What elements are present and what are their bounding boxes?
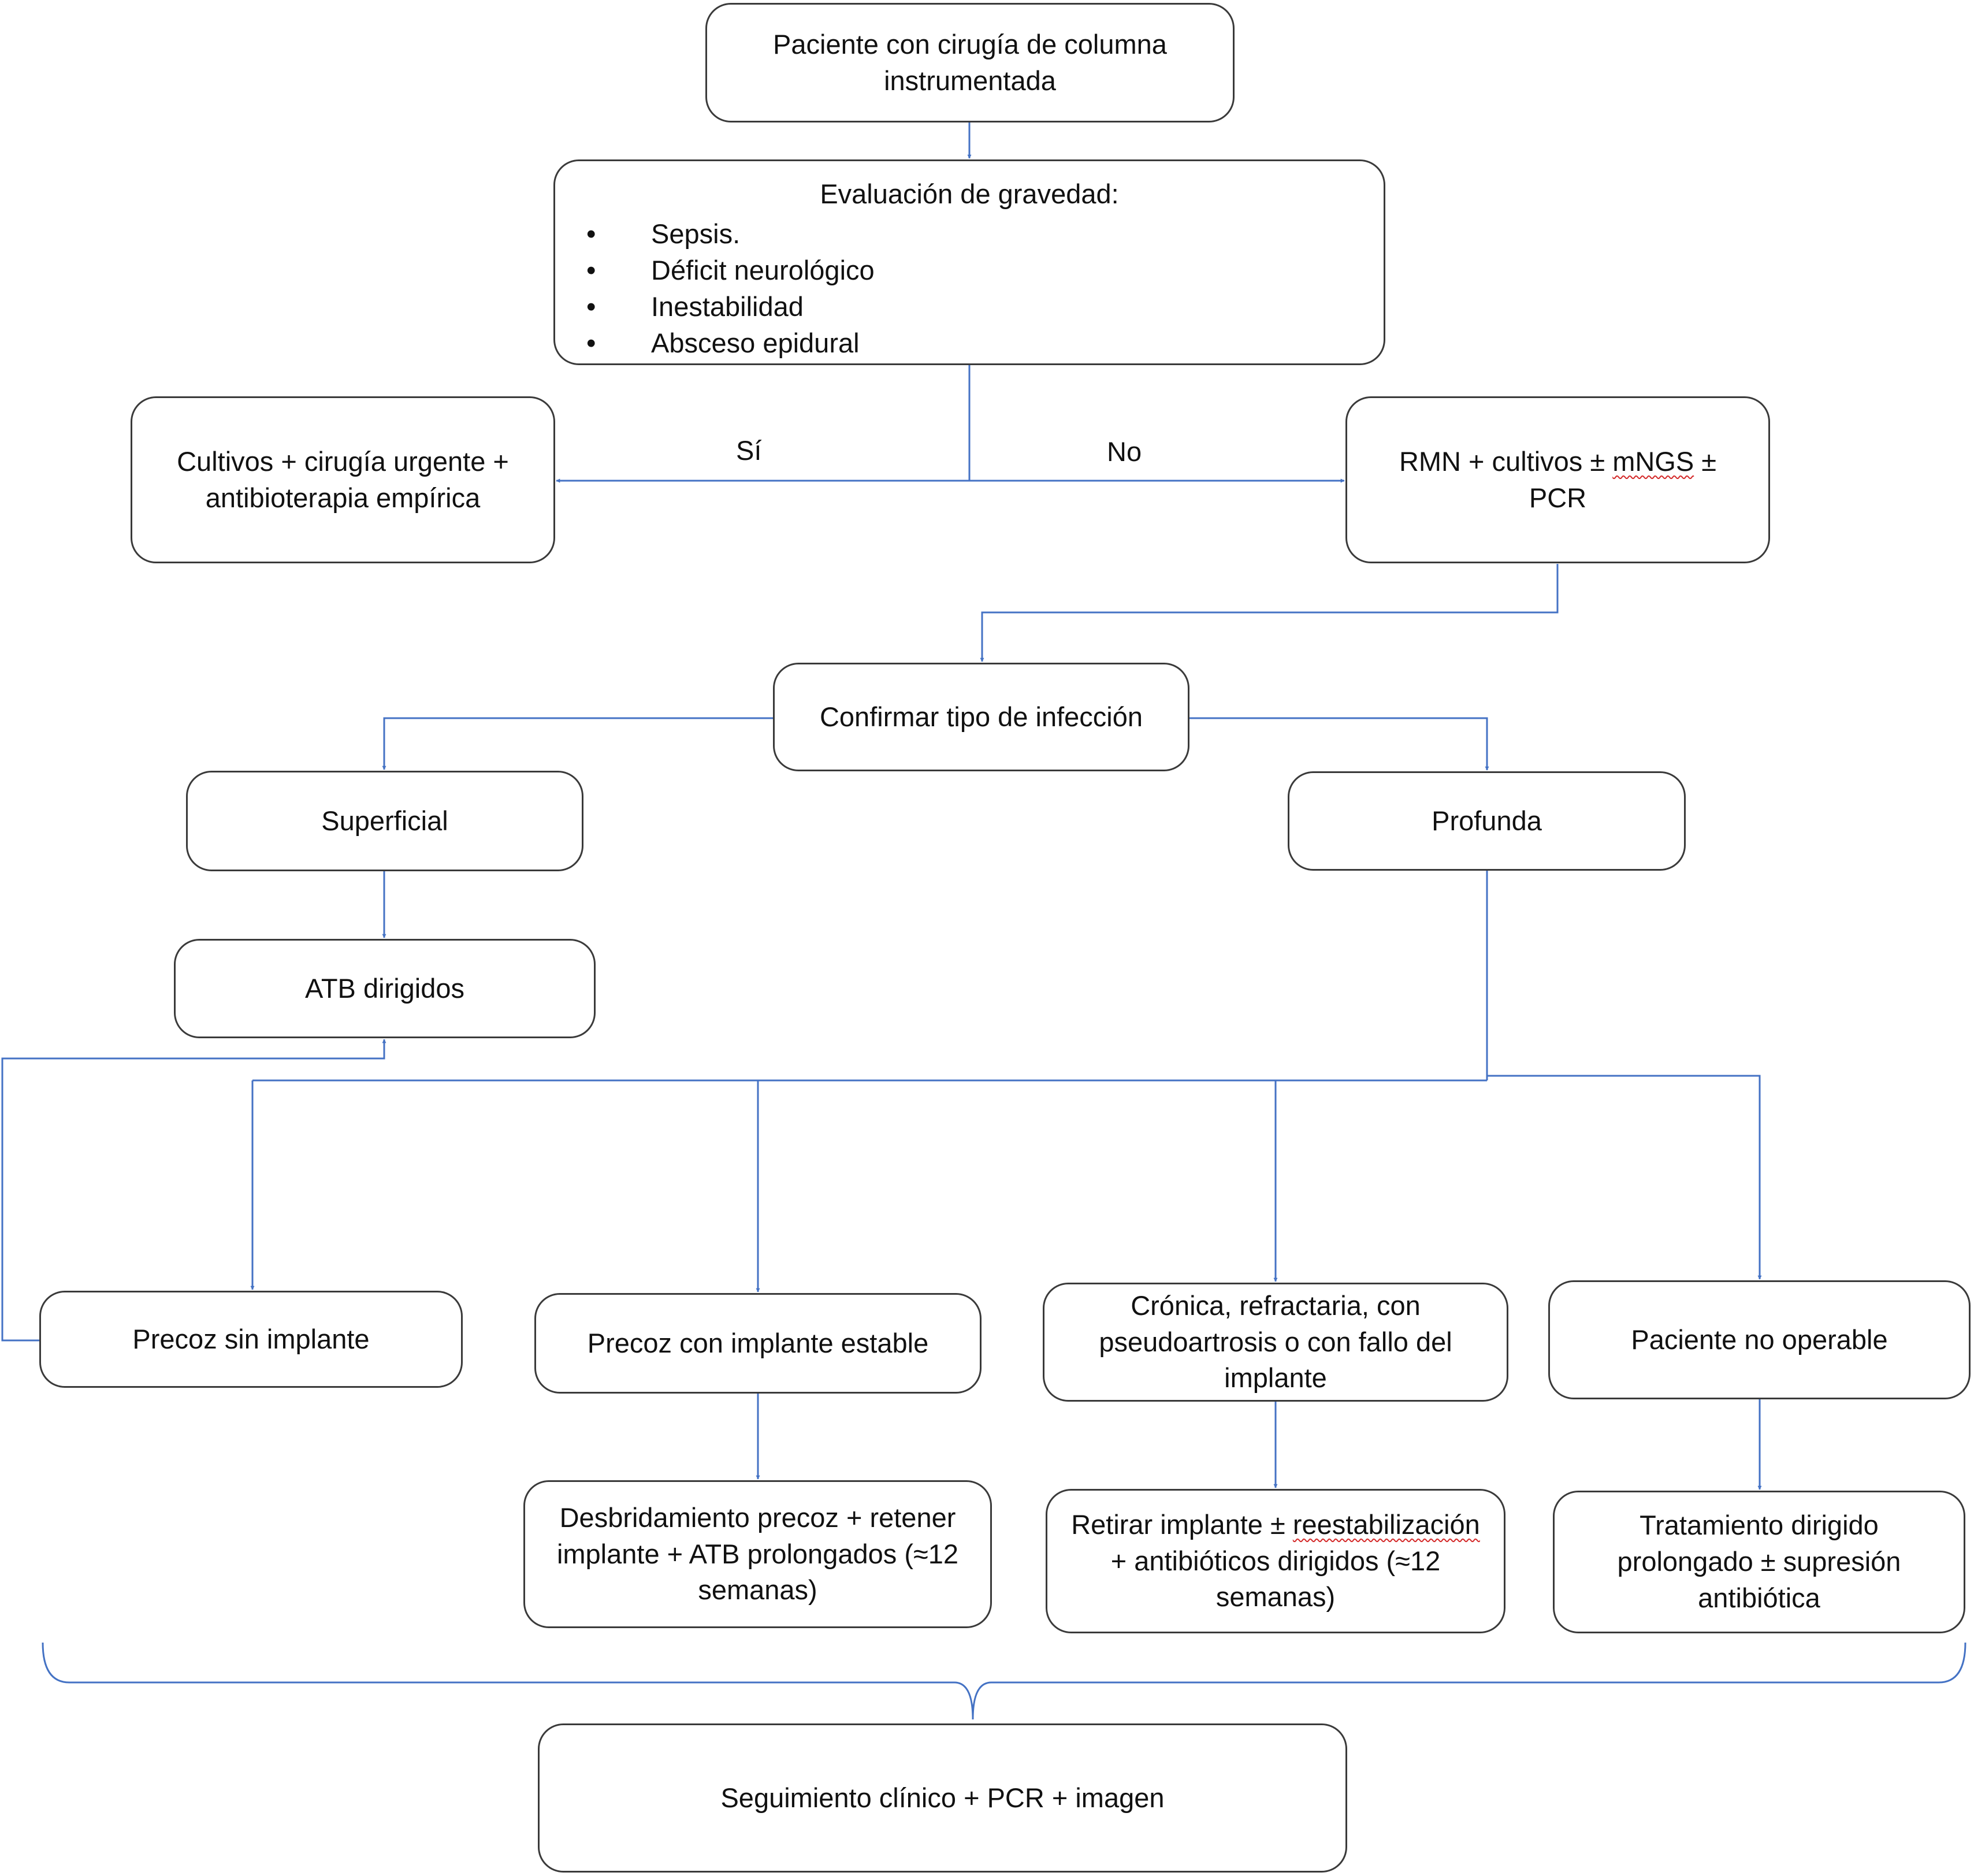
node-prolonged: Tratamiento dirigido prolongado ± supres… (1553, 1491, 1965, 1633)
edge-label-no: No (1107, 436, 1142, 467)
node-confirm-label: Confirmar tipo de infección (819, 701, 1143, 732)
node-severity: Evaluación de gravedad: Sepsis. Déficit … (553, 159, 1385, 365)
edge-early-no-implant-to-atb (1, 1039, 386, 1342)
node-start-line2: instrumentada (884, 65, 1056, 96)
node-atb: ATB dirigidos (174, 939, 596, 1038)
node-workup-part3: ± PCR (1529, 445, 1717, 513)
node-urgent: Cultivos + cirugía urgente + antibiotera… (131, 396, 555, 563)
node-chronic: Crónica, refractaria, con pseudoartrosis… (1043, 1283, 1508, 1402)
node-not-operable-label: Paciente no operable (1631, 1324, 1888, 1355)
node-chronic-line3: implante (1224, 1362, 1327, 1394)
node-remove-implant-part1: Retirar implante ± (1071, 1509, 1293, 1540)
severity-criterion: Sepsis. (578, 216, 1360, 252)
node-debridement-line3: semanas) (698, 1574, 817, 1606)
node-start: Paciente con cirugía de columna instrume… (705, 3, 1235, 122)
node-deep-label: Profunda (1432, 805, 1542, 836)
edge-label-yes: Sí (736, 435, 762, 466)
node-remove-implant-part2: reestabilización (1292, 1509, 1480, 1540)
node-superficial: Superficial (186, 771, 583, 871)
node-remove-implant-line3: semanas) (1215, 1581, 1336, 1613)
node-workup-part2: mNGS (1612, 445, 1694, 477)
node-superficial-label: Superficial (321, 805, 448, 836)
node-confirm: Confirmar tipo de infección (773, 663, 1189, 771)
edge-deep-bus-right (1487, 1075, 1762, 1280)
node-chronic-line1: Crónica, refractaria, con (1131, 1290, 1421, 1321)
node-debridement-line1: Desbridamiento precoz + retener (559, 1502, 956, 1533)
node-deep: Profunda (1288, 771, 1686, 871)
severity-criteria-list: Sepsis. Déficit neurológico Inestabilida… (578, 216, 1360, 362)
node-not-operable: Paciente no operable (1548, 1280, 1971, 1399)
node-prolonged-line1: Tratamiento dirigido (1640, 1510, 1879, 1541)
edge-confirm-to-superficial (382, 717, 773, 770)
node-remove-implant: Retirar implante ± reestabilización + an… (1046, 1489, 1505, 1633)
node-debridement-line2: implante + ATB prolongados (≈12 (556, 1538, 959, 1569)
node-followup-label: Seguimiento clínico + PCR + imagen (720, 1782, 1165, 1813)
node-followup: Seguimiento clínico + PCR + imagen (538, 1723, 1347, 1873)
node-early-stable-label: Precoz con implante estable (587, 1327, 929, 1358)
node-start-line1: Paciente con cirugía de columna (773, 28, 1167, 60)
node-early-stable: Precoz con implante estable (534, 1293, 982, 1394)
severity-criterion: Déficit neurológico (578, 252, 1360, 289)
node-workup-part1: RMN + cultivos ± (1399, 445, 1613, 477)
node-chronic-line2: pseudoartrosis o con fallo del (1099, 1326, 1452, 1357)
node-urgent-line2: antibioterapia empírica (205, 482, 481, 513)
group-brace (42, 1642, 1966, 1720)
node-early-no-implant: Precoz sin implante (39, 1291, 463, 1388)
node-urgent-line1: Cultivos + cirugía urgente + (177, 445, 509, 477)
severity-criterion: Inestabilidad (578, 289, 1360, 325)
node-remove-implant-line2: + antibióticos dirigidos (≈12 (1110, 1545, 1441, 1576)
edge-confirm-to-deep (1189, 717, 1489, 771)
node-debridement: Desbridamiento precoz + retener implante… (523, 1480, 992, 1628)
node-prolonged-line3: antibiótica (1698, 1582, 1820, 1613)
node-severity-title: Evaluación de gravedad: (820, 179, 1119, 209)
node-early-no-implant-label: Precoz sin implante (132, 1323, 370, 1354)
node-workup: RMN + cultivos ± mNGS ± PCR (1345, 396, 1770, 563)
severity-criterion: Absceso epidural (578, 325, 1360, 362)
node-prolonged-line2: prolongado ± supresión (1617, 1546, 1901, 1577)
edge-workup-to-confirm (980, 564, 1559, 662)
node-atb-label: ATB dirigidos (304, 972, 464, 1004)
